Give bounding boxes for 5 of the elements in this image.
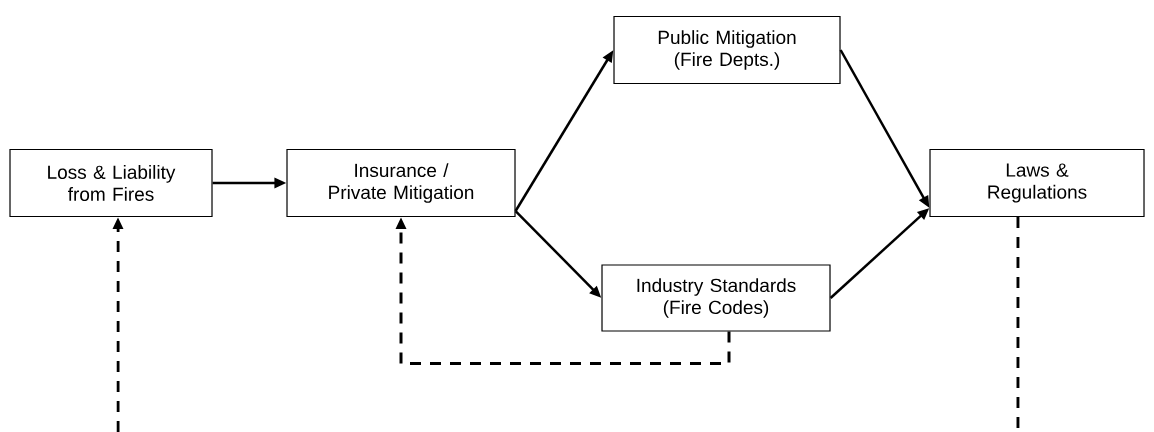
process-box: Loss & Liability from Fires bbox=[9, 148, 213, 218]
process-box: Laws & Regulations bbox=[929, 148, 1145, 218]
process-box: Insurance / Private Mitigation bbox=[286, 148, 516, 218]
process-box: Public Mitigation (Fire Depts.) bbox=[613, 15, 841, 85]
process-box: Industry Standards (Fire Codes) bbox=[601, 264, 831, 332]
